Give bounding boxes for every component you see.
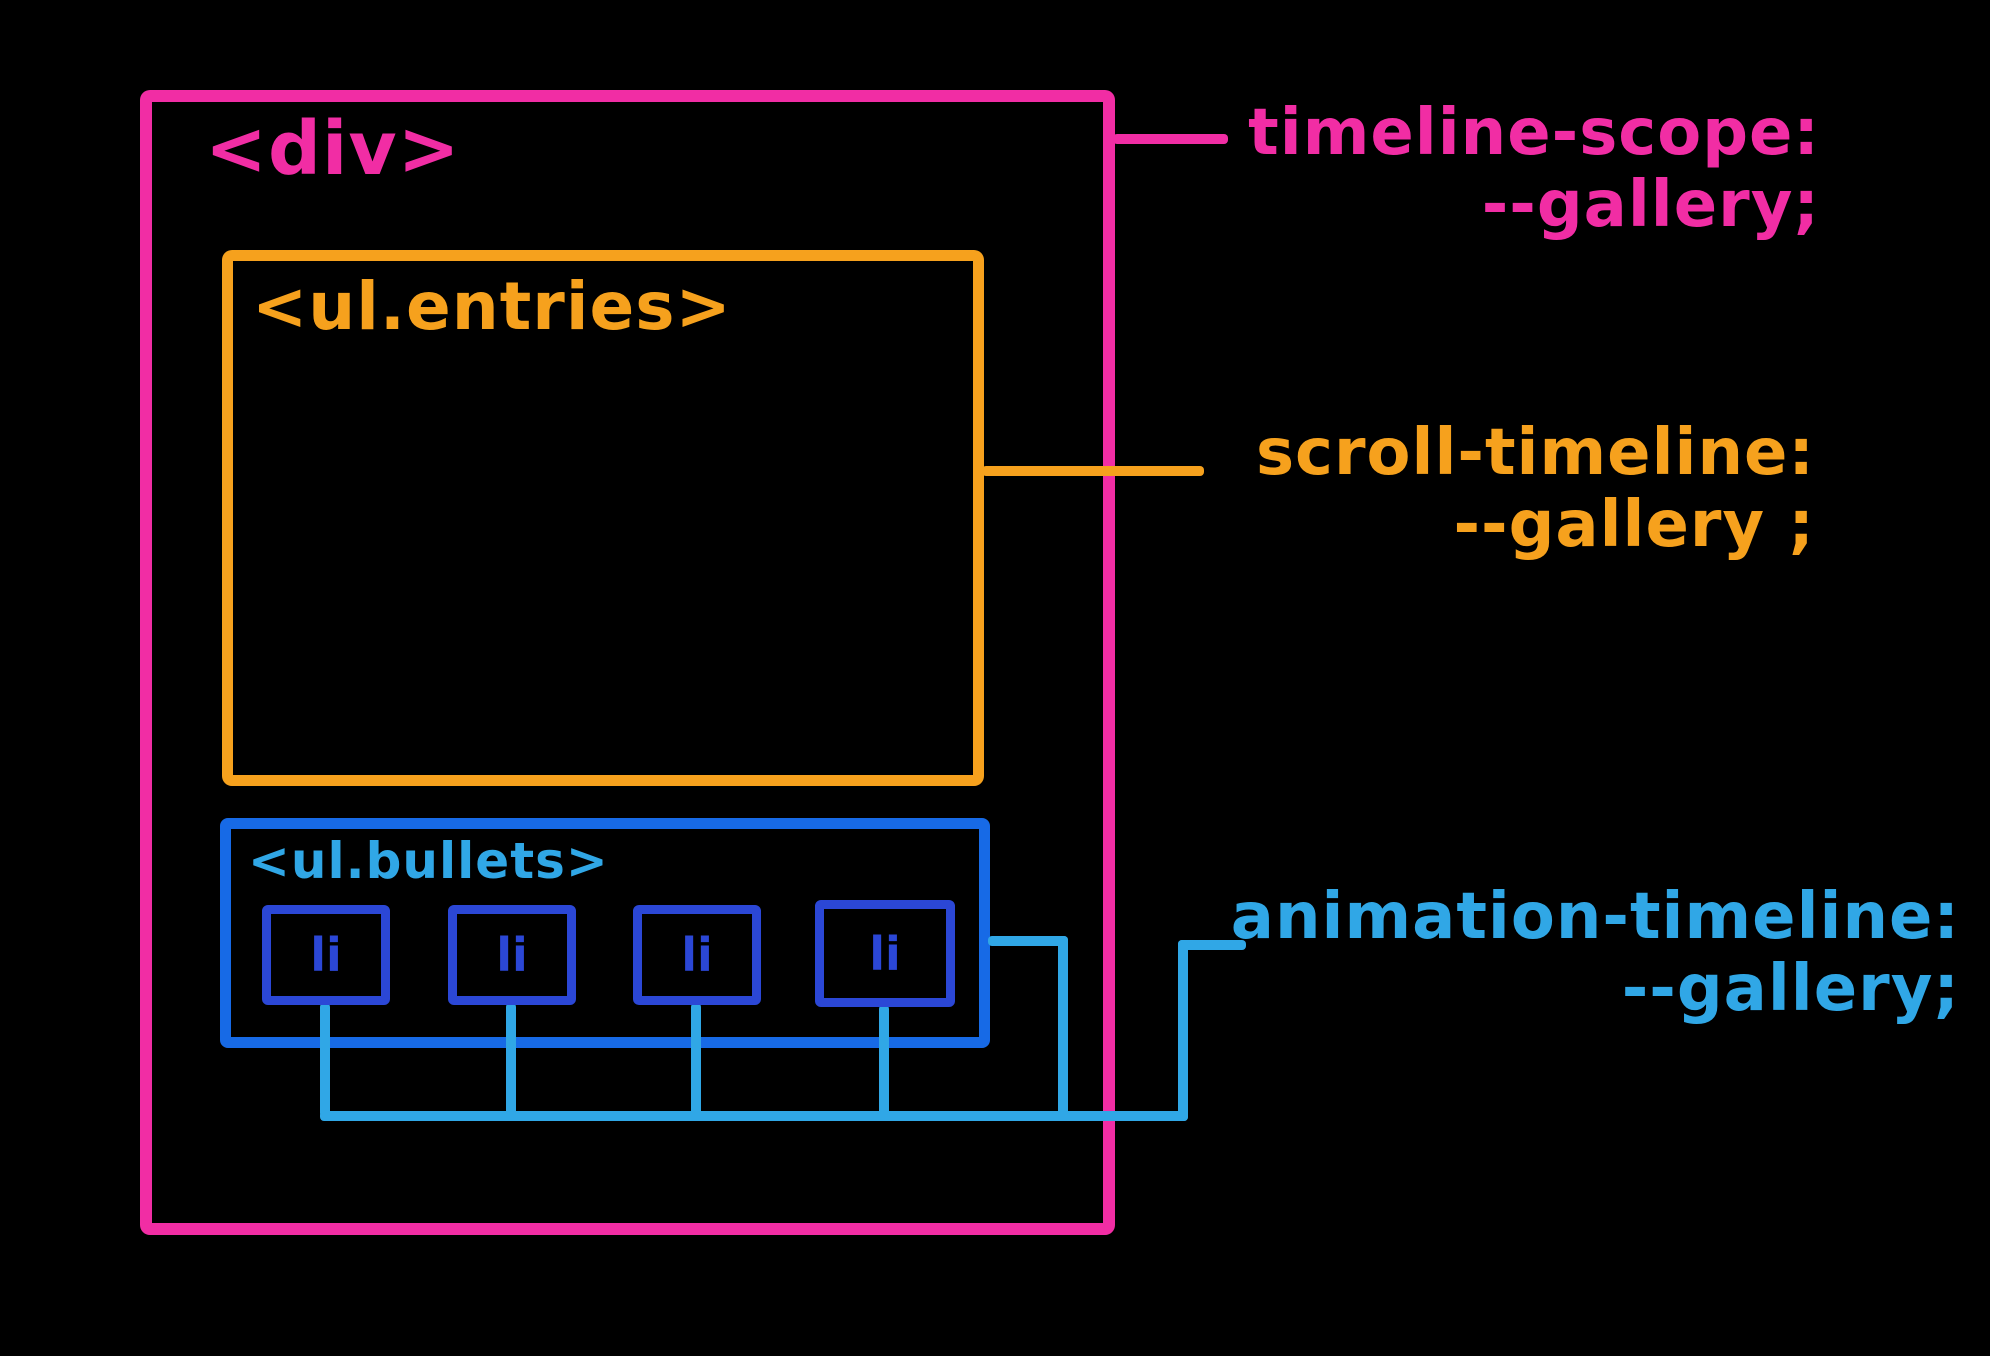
animation-timeline-property: animation-timeline: bbox=[1230, 880, 1960, 954]
animation-timeline-annotation: animation-timeline: --gallery; bbox=[1215, 880, 1960, 1026]
li-4-hook-vertical-line bbox=[1058, 936, 1068, 1121]
li-4-hook-horizontal-line bbox=[988, 936, 1068, 946]
li-item-2-label: li bbox=[496, 928, 528, 982]
li-2-stub-line bbox=[506, 1003, 516, 1117]
li-3-stub-line bbox=[691, 1003, 701, 1117]
ul-entries-box bbox=[222, 250, 984, 786]
ul-bullets-box-label: <ul.bullets> bbox=[248, 832, 609, 890]
li-1-stub-line bbox=[320, 1003, 330, 1117]
li-item-3: li bbox=[633, 905, 761, 1005]
li-item-2: li bbox=[448, 905, 576, 1005]
li-item-3-label: li bbox=[681, 928, 713, 982]
div-scope-box bbox=[140, 90, 1115, 1235]
timeline-scope-value: --gallery; bbox=[1481, 167, 1820, 242]
li-4-stub-line bbox=[879, 1005, 889, 1117]
timeline-scope-property: timeline-scope: bbox=[1248, 96, 1820, 170]
animation-timeline-value: --gallery; bbox=[1621, 951, 1960, 1026]
li-item-1-label: li bbox=[310, 928, 342, 982]
timeline-scope-connector-line bbox=[1113, 134, 1228, 144]
ul-entries-box-label: <ul.entries> bbox=[252, 268, 732, 345]
scroll-timeline-connector-line bbox=[982, 466, 1204, 476]
ul-bullets-box bbox=[220, 818, 990, 1048]
li-item-1: li bbox=[262, 905, 390, 1005]
animation-timeline-connector-line bbox=[1178, 940, 1246, 950]
scroll-timeline-annotation: scroll-timeline: --gallery ; bbox=[1205, 416, 1815, 562]
div-scope-box-label: <div> bbox=[205, 106, 461, 192]
timeline-scope-annotation: timeline-scope: --gallery; bbox=[1235, 96, 1820, 242]
li-item-4: li bbox=[815, 900, 955, 1007]
animation-timeline-riser-line bbox=[1178, 940, 1188, 1121]
scroll-timeline-property: scroll-timeline: bbox=[1255, 416, 1815, 490]
li-item-4-label: li bbox=[869, 926, 901, 981]
animation-timeline-bus-line bbox=[320, 1111, 1188, 1121]
scroll-timeline-value: --gallery ; bbox=[1453, 487, 1815, 562]
